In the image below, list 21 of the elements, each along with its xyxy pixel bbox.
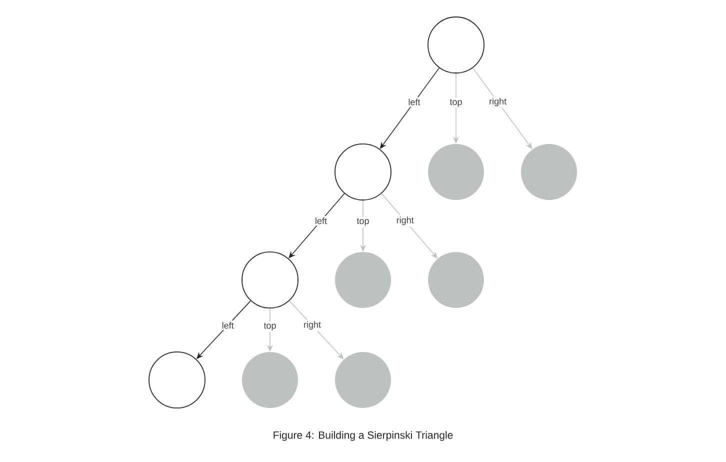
outlined-circle xyxy=(428,16,484,74)
filled-circle xyxy=(428,144,484,200)
filled-circle xyxy=(335,252,391,308)
edge-label: left xyxy=(313,216,328,226)
arrow xyxy=(288,193,345,258)
edge-label: top xyxy=(262,321,278,332)
edge-label: top xyxy=(355,216,371,228)
edge-label: top xyxy=(448,98,464,108)
outlined-circle xyxy=(242,252,298,308)
edge-label: right xyxy=(302,320,322,332)
filled-circle xyxy=(521,144,577,200)
filled-circle xyxy=(242,352,298,408)
edge-label: right xyxy=(394,215,416,227)
outlined-circle xyxy=(148,352,206,408)
filled-circle xyxy=(335,352,391,408)
edge-label: right xyxy=(488,96,508,108)
filled-circle xyxy=(428,252,484,308)
caption: Figure 4: Building a Sierpinski Triangle xyxy=(274,431,453,441)
edge-label: left xyxy=(406,97,422,107)
edge-label: left xyxy=(220,320,236,330)
outlined-circle xyxy=(334,144,392,200)
